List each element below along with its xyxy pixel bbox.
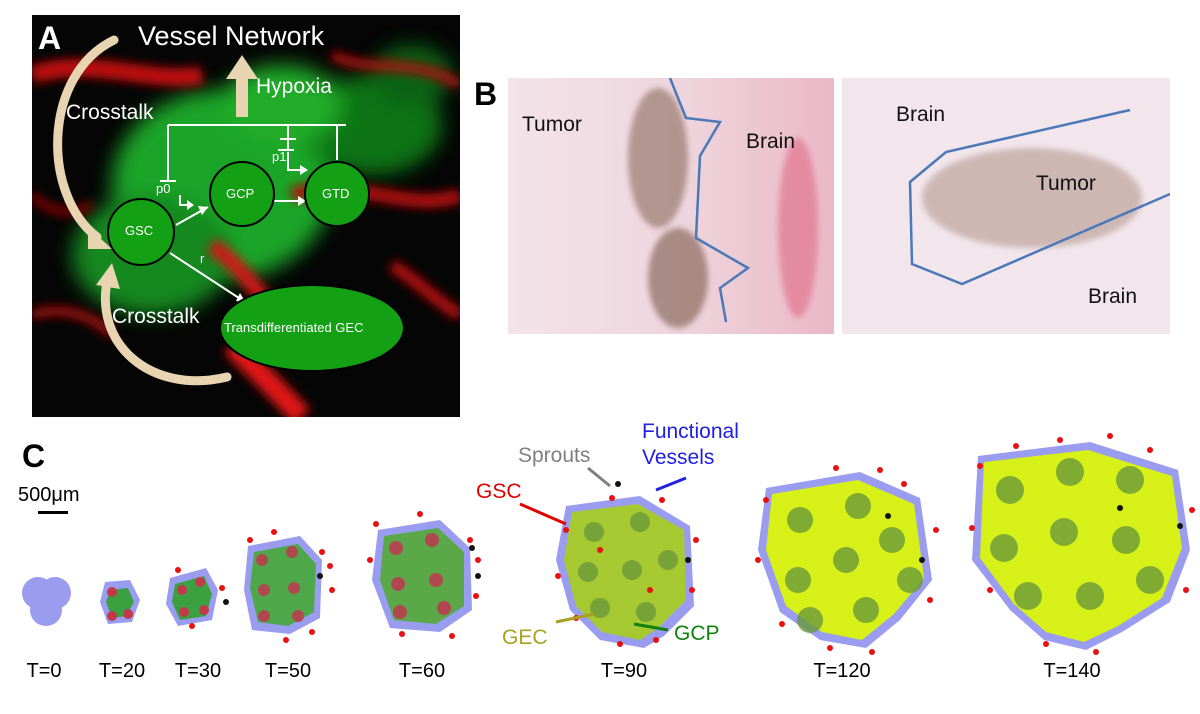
tumor-t140 (969, 433, 1195, 655)
gcp-node (209, 161, 275, 227)
vessel-network-title: Vessel Network (138, 21, 325, 51)
tumor-t20 (100, 580, 140, 624)
right-brain-bottom-label: Brain (1088, 285, 1138, 308)
gsc-annotation-label: GSC (476, 480, 522, 503)
panel-a-micrograph: Vessel Network Hypoxia Crosstalk Crossta… (32, 15, 460, 417)
gtd-label: GTD (322, 186, 350, 201)
p0-label: p0 (156, 181, 171, 196)
scale-bar (38, 511, 68, 514)
panel-b-left-art (508, 77, 834, 334)
sprouts-pointer (587, 466, 611, 488)
tumor-t50 (244, 529, 335, 643)
time-label-t90: T=90 (600, 660, 648, 682)
sprouts-label: Sprouts (518, 444, 591, 467)
tumor-t0 (22, 577, 71, 626)
r-label: r (200, 251, 205, 266)
time-label-t50: T=50 (264, 660, 312, 682)
panel-b-left-histology: Tumor Brain (508, 77, 834, 334)
left-tumor-label: Tumor (522, 113, 582, 136)
gsc-node (107, 198, 175, 266)
p1-label: p1 (272, 149, 287, 164)
tumor-t30 (166, 567, 229, 629)
right-brain-top-label: Brain (896, 103, 946, 126)
left-brain-label: Brain (746, 130, 796, 153)
panel-b-right-art (842, 78, 1171, 334)
gec-node (219, 284, 405, 372)
panel-a-label: A (38, 20, 62, 56)
panel-b-label: B (474, 76, 498, 112)
hypoxia-label: Hypoxia (256, 75, 332, 98)
gtd-node (304, 161, 370, 227)
tumor-t60 (367, 511, 481, 639)
panel-a-background-art (32, 35, 460, 417)
functional-label: Functional (642, 420, 739, 443)
time-label-t0: T=0 (26, 660, 62, 682)
gcp-annotation-label: GCP (674, 622, 720, 645)
gsc-pointer (519, 502, 567, 526)
scale-bar-label: 500μm (18, 484, 80, 506)
gcp-label: GCP (226, 186, 255, 201)
time-label-t30: T=30 (174, 660, 222, 682)
vessels-label: Vessels (642, 446, 715, 469)
functional-vessels-pointer (655, 476, 687, 492)
crosstalk-bottom-label: Crosstalk (112, 305, 200, 328)
crosstalk-top-label: Crosstalk (66, 101, 154, 124)
right-tumor-label: Tumor (1036, 172, 1096, 195)
gcp-pointer (633, 622, 669, 632)
time-label-t20: T=20 (98, 660, 146, 682)
panel-c-label: C (22, 438, 46, 474)
panel-b-right-histology: Brain Tumor Brain (842, 78, 1171, 334)
time-label-t120: T=120 (813, 660, 871, 682)
tumor-t120 (755, 465, 939, 655)
gec-pointer (555, 612, 595, 624)
tumor-t90 (555, 481, 699, 648)
gec-label: Transdifferentiated GEC (224, 320, 364, 335)
time-label-t60: T=60 (398, 660, 446, 682)
gec-annotation-label: GEC (502, 626, 548, 649)
time-label-t140: T=140 (1043, 660, 1101, 682)
gsc-label: GSC (125, 223, 154, 238)
